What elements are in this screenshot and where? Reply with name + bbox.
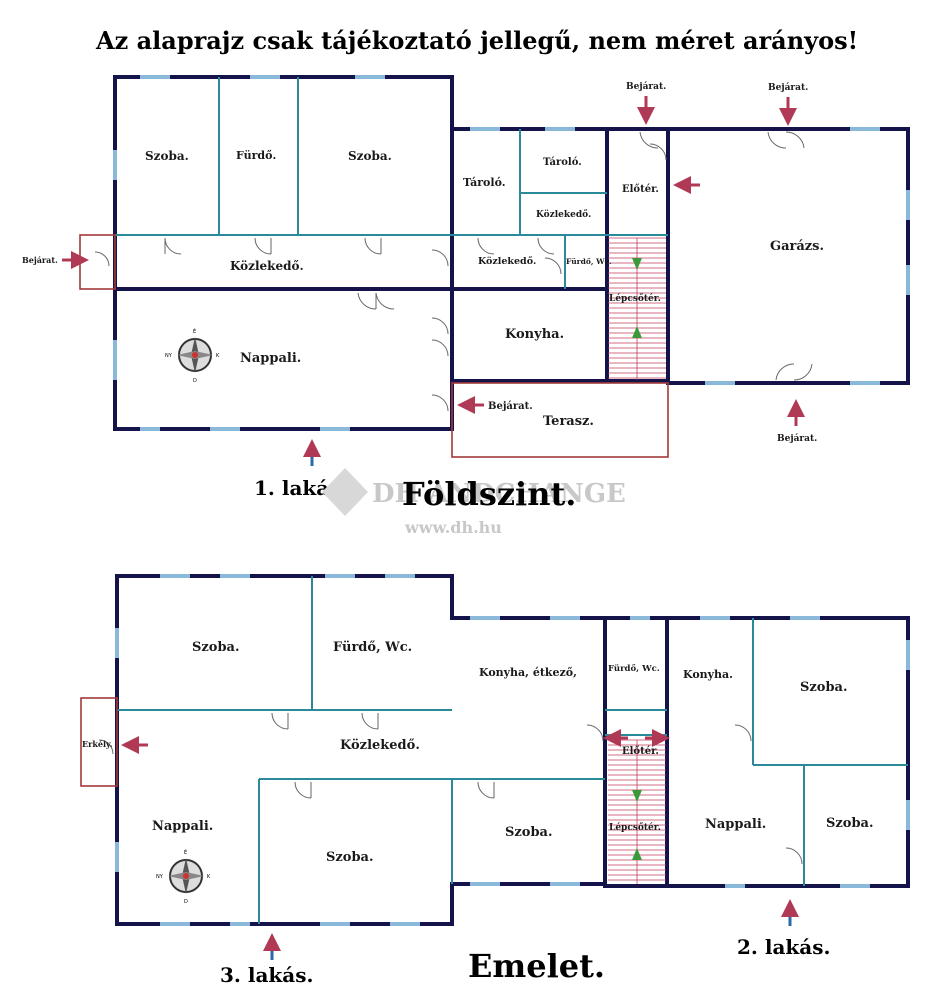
gf-nappali: Nappali. (240, 351, 301, 366)
upper-floor-title: Emelet. (468, 947, 605, 985)
gf-szoba-left: Szoba. (145, 149, 189, 163)
gf-eloter: Előtér. (622, 184, 659, 195)
gf-furdo-wc: Fürdő, Wc. (566, 257, 612, 266)
uf-szoba-center: Szoba. (326, 850, 373, 865)
unit3-label: 3. lakás. (220, 963, 313, 987)
watermark-url: www.dh.hu (404, 518, 502, 537)
uf-compass-s: D (184, 899, 188, 905)
ground-floor-title: Földszint. (402, 475, 576, 513)
upper-floor-inner-walls (117, 576, 908, 924)
gf-entrance-terasz: Bejárat. (488, 401, 533, 412)
uf-eloter: Előtér. (622, 746, 659, 757)
gf-furdo: Fürdő. (236, 149, 276, 162)
gf-compass-s: D (193, 378, 197, 384)
gf-entrance-bottom: Bejárat. (777, 433, 817, 444)
uf-compass-w: NY (156, 874, 164, 880)
stair-up-arrow-icon (632, 848, 642, 860)
uf-furdo-wc-right: Fürdő, Wc. (608, 663, 660, 674)
gf-terasz: Terasz. (543, 414, 594, 429)
terasz-outline (451, 382, 669, 458)
gf-entrance-top-b: Bejárat. (768, 82, 808, 93)
gf-kozlekedo-small: Közlekedő. (536, 209, 591, 220)
gf-kozlekedo-mid: Közlekedő. (478, 256, 536, 267)
uf-furdo-wc-left: Fürdő, Wc. (333, 640, 412, 655)
uf-compass-e: K (207, 874, 211, 880)
uf-szoba-mid: Szoba. (505, 825, 552, 840)
upper-floor-walls (115, 574, 910, 926)
uf-compass-n: É (184, 848, 187, 856)
ground-doors (94, 131, 813, 412)
watermark: DH ANDCHANGE www.dh.hu (322, 468, 626, 537)
uf-szoba-tr: Szoba. (800, 680, 847, 695)
watermark-brand: DH ANDCHANGE (372, 479, 626, 509)
stair-down-arrow-icon (632, 790, 642, 802)
uf-szoba-br: Szoba. (826, 816, 873, 831)
gf-garazs: Garázs. (770, 239, 824, 254)
uf-konyha-right: Konyha. (683, 668, 733, 681)
stair-up-arrow-icon (632, 326, 642, 338)
erkely-outline (80, 697, 118, 787)
gf-szoba-right: Szoba. (348, 149, 392, 163)
gf-entrance-top-a: Bejárat. (626, 81, 666, 92)
gf-kozlekedo-main: Közlekedő. (230, 259, 304, 273)
uf-nappali-right: Nappali. (705, 817, 766, 832)
uf-erkely: Erkély. (82, 739, 113, 749)
uf-nappali-left: Nappali. (152, 819, 213, 834)
unit2-label: 2. lakás. (737, 935, 830, 959)
uf-lepcsoter: Lépcsőtér. (609, 822, 661, 833)
gf-compass-n: É (193, 327, 196, 335)
ground-floor-walls (113, 75, 910, 431)
stair-down-arrow-icon (632, 258, 642, 270)
ground-stairs (608, 237, 666, 380)
uf-compass-icon: É NY K D (156, 848, 211, 905)
gf-konyha: Konyha. (505, 327, 564, 342)
uf-kozlekedo: Közlekedő. (340, 738, 420, 753)
ground-floor-inner-walls (115, 77, 668, 289)
gf-lepcsoter: Lépcsőtér. (609, 293, 661, 304)
gf-tarolo-top: Tároló. (543, 157, 582, 168)
gf-entrance-left: Bejárat. (22, 255, 58, 265)
upper-stairs (608, 739, 666, 884)
gf-compass-w: NY (165, 353, 173, 359)
disclaimer-text: Az alaprajz csak tájékoztató jellegű, ne… (95, 26, 858, 55)
uf-konyha-etkezo: Konyha, étkező, (479, 666, 577, 679)
gf-compass-e: K (216, 353, 220, 359)
gf-compass-icon: É NY K D (165, 327, 220, 384)
upper-doors (98, 712, 803, 865)
gf-tarolo-left: Tároló. (463, 176, 506, 189)
ground-left-porch (79, 234, 116, 290)
uf-szoba-tl: Szoba. (192, 640, 239, 655)
